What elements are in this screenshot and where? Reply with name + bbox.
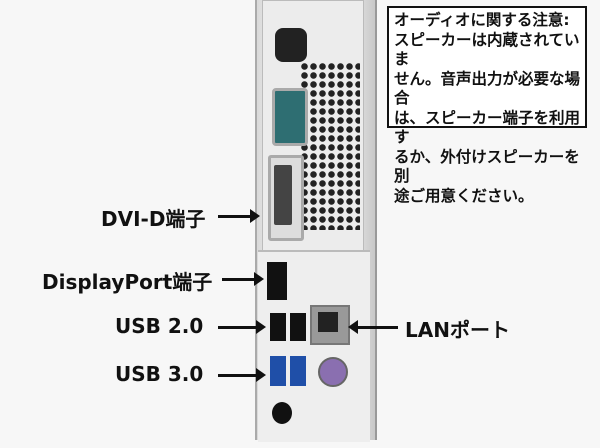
note-line: るか、外付けスピーカーを別 bbox=[394, 147, 580, 186]
lan-port-inner bbox=[318, 312, 338, 332]
note-line: せん。音声出力が必要な場合 bbox=[394, 69, 581, 108]
arrow-left-icon bbox=[348, 320, 398, 334]
usb2-port-icon bbox=[270, 313, 286, 341]
audio-note-box: オーディオに関する注意: スピーカーは内蔵されていま せん。音声出力が必要な場合… bbox=[387, 6, 587, 205]
displayport-label: DisplayPort端子 bbox=[42, 270, 213, 294]
usb2-port-icon bbox=[290, 313, 306, 341]
vent-grille bbox=[300, 62, 360, 230]
usb3-port-icon bbox=[270, 356, 286, 386]
arrow-right-icon bbox=[218, 368, 266, 382]
usb2-label: USB 2.0 bbox=[115, 314, 204, 338]
usb3-label: USB 3.0 bbox=[115, 362, 204, 386]
usb3-port-icon bbox=[290, 356, 306, 386]
lan-port-icon bbox=[310, 305, 350, 345]
arrow-right-icon bbox=[218, 320, 266, 334]
arrow-right-icon bbox=[218, 209, 260, 223]
note-line: オーディオに関する注意: bbox=[394, 11, 570, 29]
note-line: は、スピーカー端子を利用す bbox=[394, 108, 581, 147]
dvi-port-inner bbox=[274, 165, 292, 225]
serial-port-icon bbox=[272, 88, 308, 146]
lan-label: LANポート bbox=[405, 318, 510, 342]
dvi-label: DVI-D端子 bbox=[101, 207, 206, 231]
ps2-port-icon bbox=[318, 357, 348, 387]
power-socket-icon bbox=[275, 28, 307, 62]
note-line: スピーカーは内蔵されていま bbox=[394, 30, 580, 69]
arrow-right-icon bbox=[222, 272, 264, 286]
lock-hole-icon bbox=[272, 402, 292, 424]
note-line: 途ご用意ください。 bbox=[394, 186, 534, 205]
displayport-icon bbox=[267, 262, 287, 300]
